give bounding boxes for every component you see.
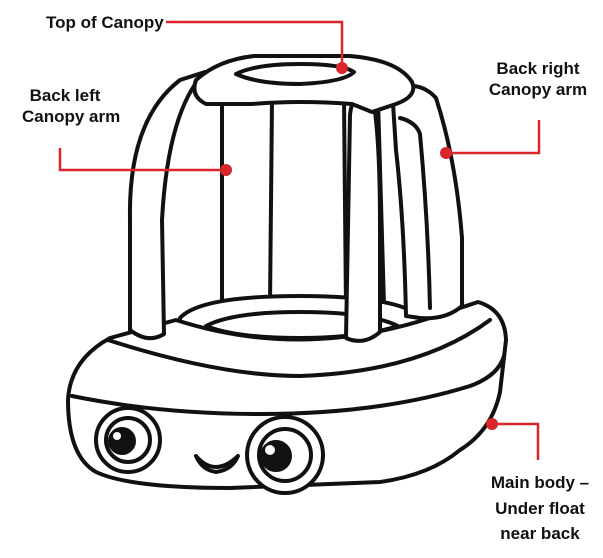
- callout-dot-main: [486, 418, 498, 430]
- label-main-line1: Main body –: [490, 473, 590, 492]
- main-body: [66, 300, 508, 490]
- callout-dot-left: [220, 164, 232, 176]
- label-back-right-line1: Back right: [496, 59, 580, 78]
- label-top-of-canopy: Top of Canopy: [46, 12, 164, 33]
- right-eye-highlight: [265, 445, 275, 455]
- smile: [194, 454, 240, 474]
- left-eye-highlight: [113, 432, 121, 440]
- front-right-arm: [344, 84, 382, 343]
- label-back-right-arm: Back right Canopy arm: [484, 58, 592, 101]
- callout-dot-top: [336, 62, 348, 74]
- label-main-line3: near back: [500, 524, 580, 543]
- label-back-left-line1: Back left: [29, 86, 101, 105]
- front-band: [70, 354, 506, 416]
- right-eye-pupil: [260, 440, 292, 472]
- callout-line-main: [492, 422, 540, 460]
- callout-line-left: [58, 148, 226, 172]
- callout-line-top: [166, 20, 344, 68]
- front-left-arm: [127, 70, 207, 341]
- label-main-body: Main body – Under float near back: [486, 470, 594, 547]
- label-main-line2: Under float: [495, 498, 585, 518]
- canopy-top-opening: [234, 62, 356, 86]
- back-right-arm-inner: [398, 116, 432, 310]
- left-eye-pupil: [108, 427, 136, 455]
- back-left-pillar: [220, 98, 274, 310]
- callout-dot-right: [440, 147, 452, 159]
- label-back-right-line2: Canopy arm: [488, 80, 588, 100]
- label-back-left-arm: Back left Canopy arm: [22, 85, 121, 128]
- label-top-text: Top of Canopy: [46, 13, 164, 32]
- label-back-left-line2: Canopy arm: [22, 107, 121, 127]
- top-rim-line: [106, 318, 492, 378]
- callout-line-right: [446, 120, 541, 155]
